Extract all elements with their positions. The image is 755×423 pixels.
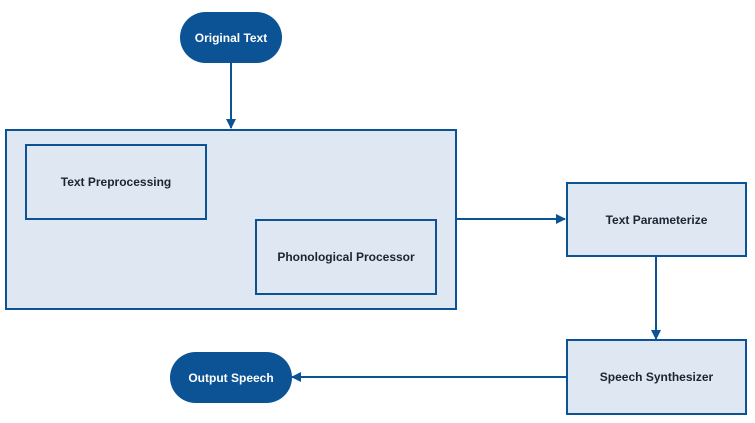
- output-speech-node: Output Speech: [170, 352, 292, 403]
- original-text-node: Original Text: [180, 12, 282, 63]
- speech-synthesizer-node: Speech Synthesizer: [566, 339, 747, 415]
- text-preprocessing-node: Text Preprocessing: [25, 144, 207, 220]
- phonological-processor-node: Phonological Processor: [255, 219, 437, 295]
- text-parameterize-node: Text Parameterize: [566, 182, 747, 257]
